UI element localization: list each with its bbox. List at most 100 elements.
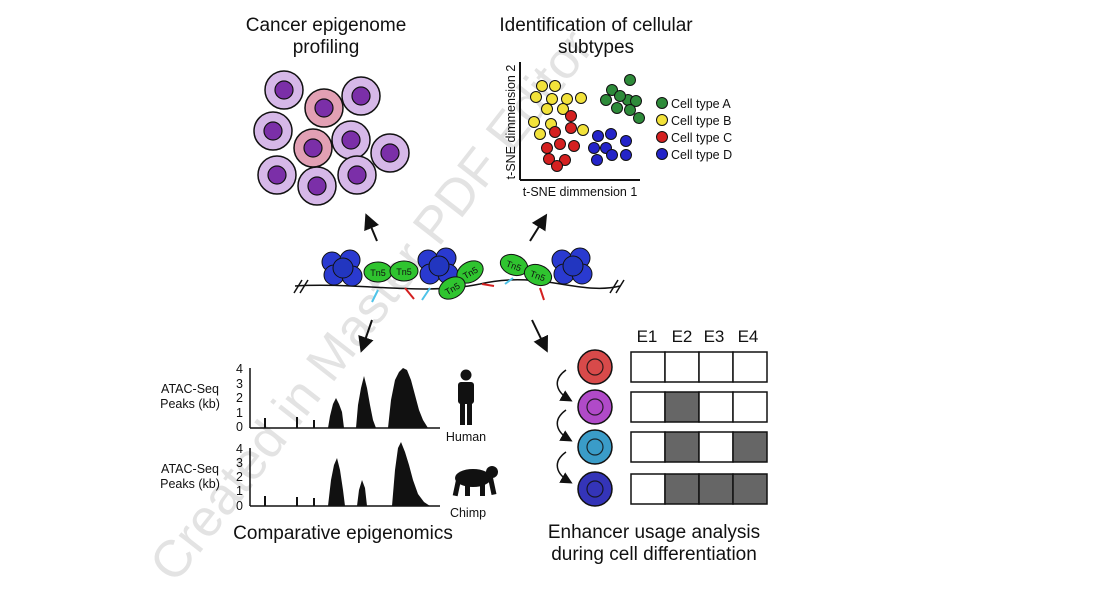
tsne-point-c [541,142,553,154]
enhancer-title-line1: Enhancer usage analysis [548,522,760,543]
tn5-enzyme [389,260,419,282]
atac-ylabel-human-line2: Peaks (kb) [160,397,220,411]
human-track: 4 3 2 1 0 Human [236,362,486,444]
cell-nucleus [586,480,604,498]
chimp-icon [452,466,498,497]
nucleosome-3 [551,247,593,285]
tsne-point-a [624,74,636,86]
enhancer-cell [664,431,700,463]
arrow-to-cancer [364,213,379,242]
tsne-point-d [620,149,632,161]
enhancer-cell [698,473,734,505]
enhancer-cell [732,473,768,505]
tsne-point-c [568,140,580,152]
chimp-ytick: 1 [236,484,243,498]
legend-label-d: Cell type D [671,148,732,162]
tn5-label: Tn5 [505,259,523,274]
subtypes-title-line1: Identification of cellular [499,15,693,36]
tsne-point-d [592,130,604,142]
enhancer-cell [698,391,734,423]
cut-site-blue-1 [371,289,379,303]
tn5-pair-2: Tn5 Tn5 [438,260,484,300]
cancer-cell [337,155,377,195]
chimp-track: 4 3 2 1 0 Chimp [236,442,498,520]
tsne-point-b [561,93,573,105]
tsne-point-b [546,93,558,105]
tsne-point-b [530,91,542,103]
species-label-chimp: Chimp [450,506,486,520]
tsne-point-b [549,80,561,92]
tsne-point-c [543,153,555,165]
tsne-point-a [606,84,618,96]
arrow-to-comparative [358,319,374,353]
tsne-point-a [614,90,626,102]
tsne-point-c [565,122,577,134]
enhancer-row [577,389,768,425]
cut-site-blue-2 [504,277,514,285]
tsne-point-a [633,112,645,124]
comparative-title: Comparative epigenomics [233,523,453,544]
legend-marker-d [656,148,668,160]
human-peaks [264,368,428,428]
enhancer-cell [698,351,734,383]
cell-nucleus [586,438,604,456]
legend-marker-c [656,131,668,143]
chimp-peaks [264,442,430,506]
chimp-ytick: 3 [236,456,243,470]
tsne-point-b [575,92,587,104]
tsne-point-c [559,154,571,166]
cut-site-blue-3 [421,287,431,301]
cancer-cell [297,166,337,206]
tn5-enzyme [523,263,553,287]
differentiation-arrow [556,409,573,442]
human-ytick: 1 [236,406,243,420]
human-ytick: 0 [236,420,243,434]
tn5-label: Tn5 [529,269,547,284]
cut-site-red-1 [404,287,415,300]
enhancer-cell [630,473,666,505]
tsne-point-d [588,142,600,154]
tsne-legend: Cell type A Cell type B Cell type C Cell… [656,97,732,162]
cancer-cell [257,155,297,195]
tsne-point-b [577,124,589,136]
legend-label-c: Cell type C [671,131,732,145]
subtypes-title-line2: subtypes [558,37,634,58]
enhancer-row [577,429,768,465]
cancer-cell [370,133,410,173]
tsne-point-c [551,160,563,172]
enhancer-cell [732,431,768,463]
arrow-to-subtypes [529,213,548,242]
enhancer-cell [630,391,666,423]
enhancer-row [577,349,768,385]
tsne-point-d [591,154,603,166]
tsne-point-b [536,80,548,92]
nucleosome-2 [417,247,459,285]
cancer-title-line1: Cancer epigenome [246,15,407,36]
cancer-cell [253,111,293,151]
tsne-point-b [557,103,569,115]
chimp-ytick: 2 [236,470,243,484]
differentiation-arrow [556,451,573,484]
tn5-pair-1: Tn5 Tn5 [363,260,419,283]
tsne-point-a [624,104,636,116]
tsne-point-b [528,116,540,128]
atac-ylabel-chimp-line1: ATAC-Seq [161,462,219,476]
tn5-pair-3: Tn5 Tn5 [499,253,553,287]
tsne-point-a [600,94,612,106]
enhancer-column-header: E4 [738,327,759,346]
tsne-point-d [606,149,618,161]
cancer-cell [331,120,371,160]
enhancer-cell [732,351,768,383]
cell-nucleus [586,398,604,416]
arrow-to-enhancer [531,319,548,353]
enhancer-column-header: E2 [672,327,693,346]
legend-marker-b [656,114,668,126]
enhancer-title-line2: during cell differentiation [551,544,757,565]
human-icon [458,369,474,425]
nucleosome-1 [321,249,363,287]
legend-label-a: Cell type A [671,97,731,111]
tsne-ylabel: t-SNE dimmension 2 [504,65,518,180]
enhancer-cell [630,351,666,383]
